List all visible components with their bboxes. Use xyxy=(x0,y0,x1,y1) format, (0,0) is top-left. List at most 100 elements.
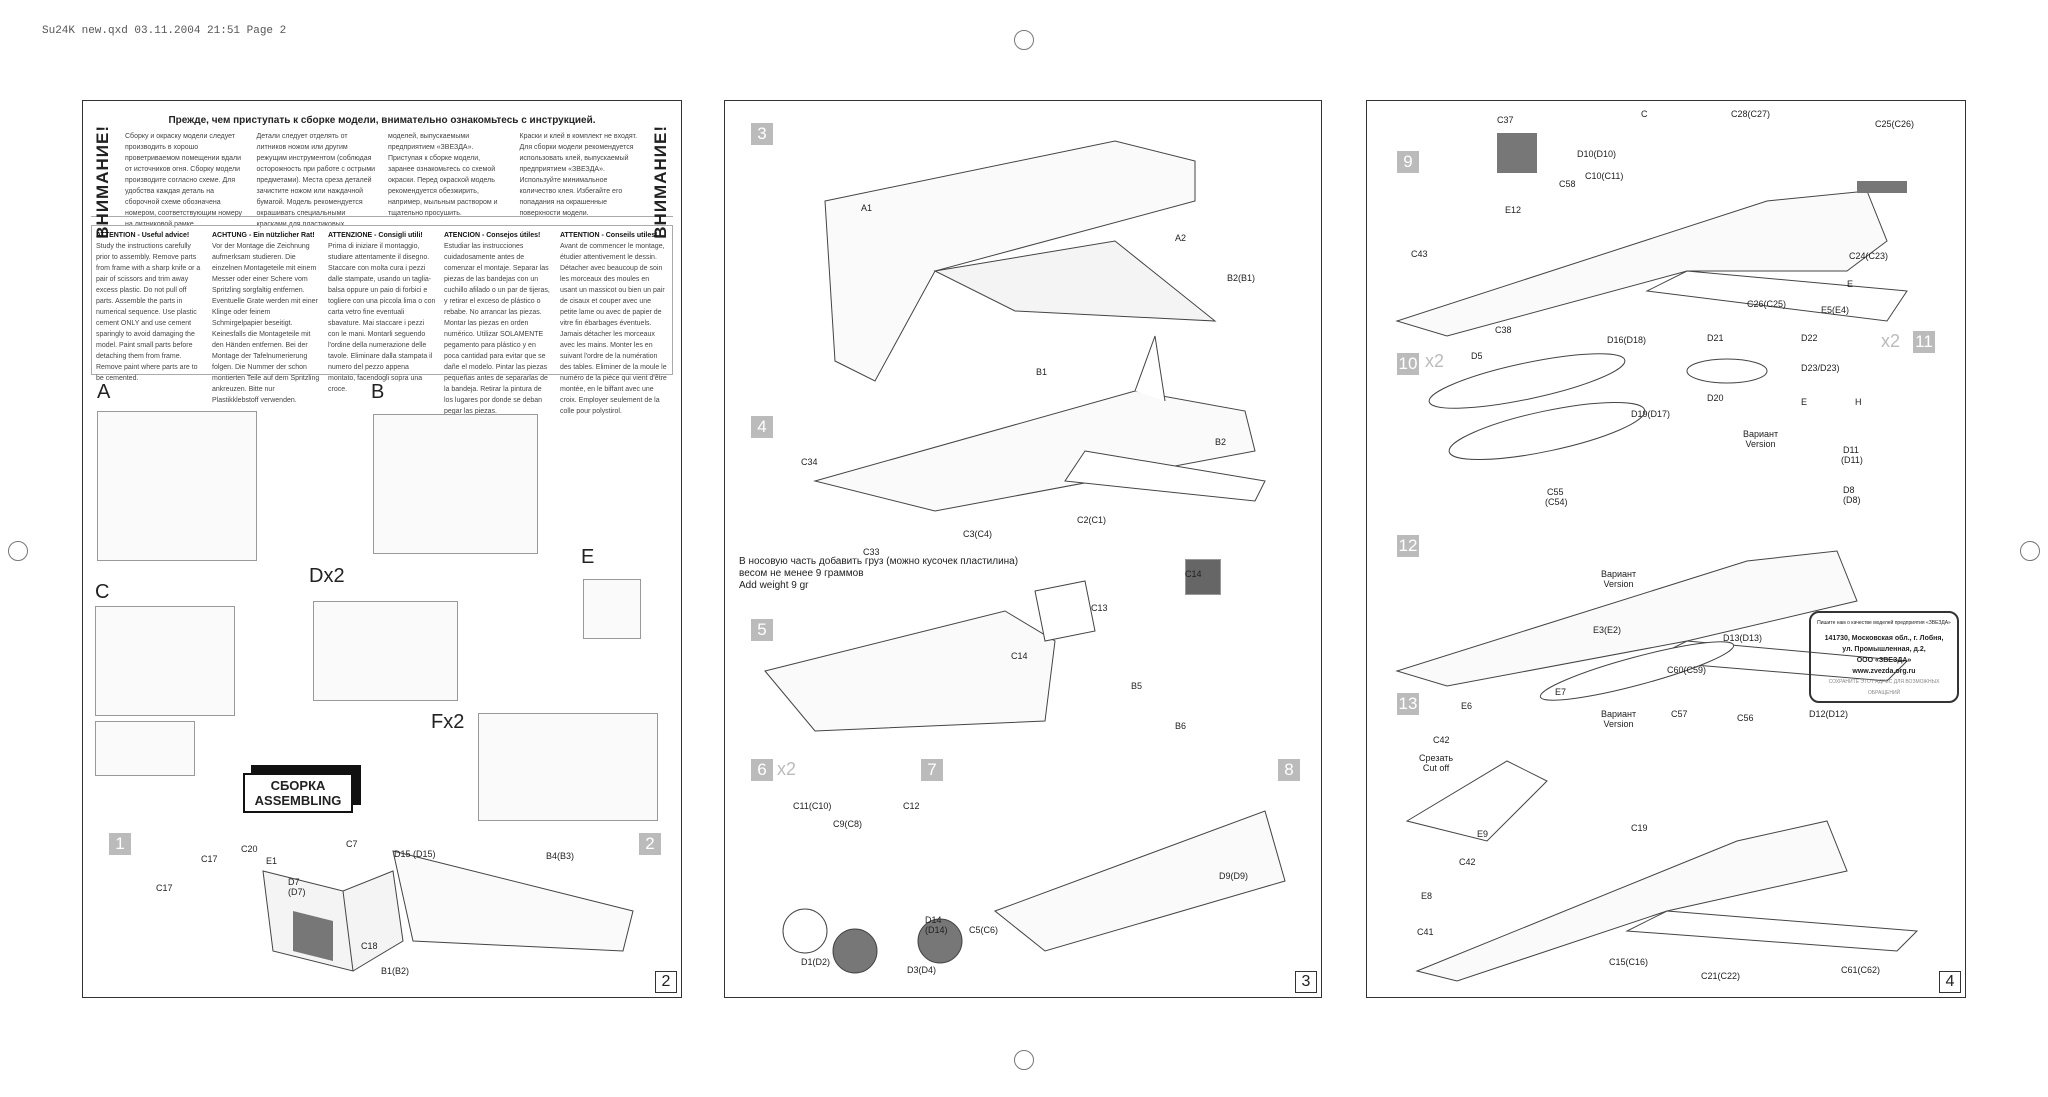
part-label: (D8) xyxy=(1843,495,1861,505)
step-number: 10 xyxy=(1397,353,1419,375)
aircraft-step9-drawing xyxy=(1395,133,1908,337)
part-label: C5(C6) xyxy=(969,925,999,935)
part-label: D9(D9) xyxy=(1219,871,1249,881)
step-number: 9 xyxy=(1397,151,1419,173)
step-number: 13 xyxy=(1397,693,1419,715)
part-label: D8 xyxy=(1843,485,1855,495)
ru-col: Сборку и окраску модели следует производ… xyxy=(125,133,243,228)
registration-mark xyxy=(1014,1050,1034,1070)
advice-title: ATTENTION - Useful advice! xyxy=(96,232,190,239)
part-label: B4(B3) xyxy=(546,851,575,861)
sprue-label: C xyxy=(95,581,110,603)
website-link[interactable]: www.zvezda.org.ru xyxy=(1852,668,1916,675)
sprue-label: Dx2 xyxy=(309,565,345,587)
advice-text: Estudiar las instrucciones cuidadosament… xyxy=(444,243,550,415)
part-label: C7 xyxy=(346,839,358,849)
part-label: C14 xyxy=(1185,569,1202,579)
part-label: E1 xyxy=(266,856,278,866)
step-number: 8 xyxy=(1278,759,1300,781)
part-label: (D11) xyxy=(1841,455,1863,465)
part-label: E12 xyxy=(1505,205,1522,215)
sprue-label: E xyxy=(581,546,595,568)
part-label: C28(C27) xyxy=(1731,109,1771,119)
sprue-frame-f xyxy=(478,713,658,821)
registration-mark xyxy=(1014,30,1034,50)
instruction-page-3: 3 4 5 6 x2 7 8 В носовую часть добавить … xyxy=(724,100,1322,998)
part-label: B2(B1) xyxy=(1227,273,1256,283)
part-label: C38 xyxy=(1495,325,1512,335)
part-label: (D14) xyxy=(925,925,948,935)
part-label: C18 xyxy=(361,941,378,951)
part-c14-image xyxy=(1185,559,1221,595)
part-label: D23/D23) xyxy=(1801,363,1840,373)
fuselage-assembled-drawing xyxy=(813,335,1266,512)
part-label: D21 xyxy=(1707,333,1724,343)
part-label: A1 xyxy=(861,203,873,213)
sprue-frame-a xyxy=(97,411,257,561)
page-number: 4 xyxy=(1939,971,1961,993)
part-label: D13(D13) xyxy=(1723,633,1763,643)
part-label: E xyxy=(1801,397,1808,407)
part-label: C20 xyxy=(241,844,258,854)
part-label: B6 xyxy=(1175,721,1187,731)
part-label: C3(C4) xyxy=(963,529,993,539)
page-number: 2 xyxy=(655,971,677,993)
advice-text: Vor der Montage die Zeichnung aufmerksam… xyxy=(212,243,320,404)
part-label: B5 xyxy=(1131,681,1143,691)
warning-side-left: ВНИМАНИЕ! xyxy=(93,125,112,239)
warning-title: Прежде, чем приступать к сборке модели, … xyxy=(168,115,596,126)
sprue-frame-c xyxy=(95,606,235,716)
part-label: C43 xyxy=(1411,249,1428,259)
sprue-frame-b xyxy=(373,414,538,554)
step-number: 2 xyxy=(639,833,661,855)
cockpit-drawing xyxy=(262,870,404,972)
part-label: C57 xyxy=(1671,709,1688,719)
part-label: D16(D18) xyxy=(1607,335,1647,345)
weight-note: В носовую часть добавить груз (можно кус… xyxy=(739,556,1019,591)
step-number: 3 xyxy=(751,123,773,145)
part-label: C33 xyxy=(863,547,880,557)
part-label: C19 xyxy=(1631,823,1648,833)
part-label: A2 xyxy=(1175,233,1187,243)
instruction-page-2: Прежде, чем приступать к сборке модели, … xyxy=(82,100,682,998)
part-label: D20 xyxy=(1707,393,1724,403)
sprue-label: B xyxy=(371,381,385,403)
part-label: C42 xyxy=(1459,857,1476,867)
step-number: 7 xyxy=(921,759,943,781)
part-label: C42 xyxy=(1433,735,1450,745)
ru-col: Детали следует отделять от литников ножо… xyxy=(256,133,376,228)
fuselage-drawing xyxy=(824,140,1217,382)
advice-text: Avant de commencer le montage, étudier a… xyxy=(560,243,667,415)
part-label: C xyxy=(1641,109,1648,119)
part-label: C37 xyxy=(1497,115,1514,125)
part-label: H xyxy=(1855,397,1862,407)
part-label: C15(C16) xyxy=(1609,957,1649,967)
part-label: B1 xyxy=(1036,367,1048,377)
part-label: E8 xyxy=(1421,891,1433,901)
part-label: C17 xyxy=(201,854,218,864)
part-label: E xyxy=(1847,279,1854,289)
warning-block: Прежде, чем приступать к сборке модели, … xyxy=(91,105,673,239)
file-header: Su24K new.qxd 03.11.2004 21:51 Page 2 xyxy=(42,25,287,37)
part-label: B1(B2) xyxy=(381,966,410,976)
step-number: 5 xyxy=(751,619,773,641)
part-label: C12 xyxy=(903,801,920,811)
sprue-frame-e xyxy=(583,579,641,639)
part-label: C26(C25) xyxy=(1747,299,1787,309)
part-label: C56 xyxy=(1737,713,1754,723)
part-label: E6 xyxy=(1461,701,1473,711)
part-label: C10(C11) xyxy=(1585,171,1624,181)
quantity-label: x2 xyxy=(1881,331,1901,351)
part-label: C2(C1) xyxy=(1077,515,1107,525)
part-label: C25(C26) xyxy=(1875,119,1915,129)
part-label: E3(E2) xyxy=(1593,625,1622,635)
part-label: D15 (D15) xyxy=(394,849,436,859)
aircraft-step12-drawing xyxy=(1395,550,1909,701)
part-label: C41 xyxy=(1417,927,1434,937)
instruction-page-4: 9 10 x2 x2 11 12 13 Пишите нам о качеств… xyxy=(1366,100,1966,998)
part-label: E5(E4) xyxy=(1821,305,1850,315)
step-number: 11 xyxy=(1913,331,1935,353)
advice-title: ATTENTION - Conseils utiles! xyxy=(560,232,658,239)
quantity-label: x2 xyxy=(1425,351,1445,371)
